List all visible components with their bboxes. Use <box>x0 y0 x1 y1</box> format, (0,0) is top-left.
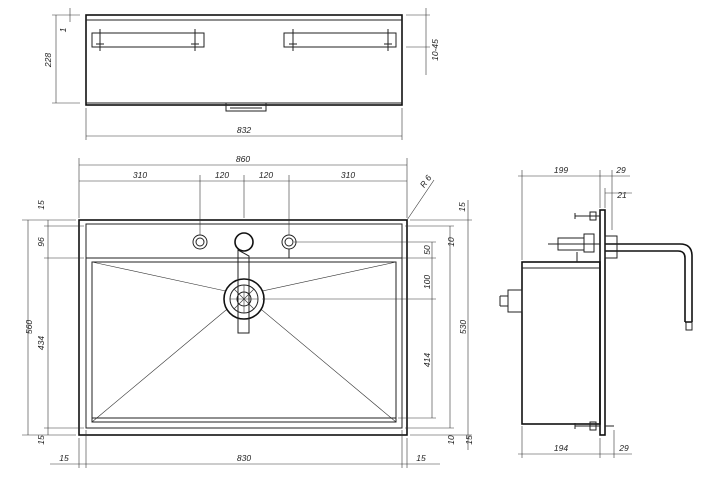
sink-bowl <box>91 261 397 423</box>
side-faucet-spout <box>605 243 693 322</box>
top-view-body <box>85 14 403 106</box>
dim-bottom-right: 15 <box>416 453 426 463</box>
rail-bolts <box>96 29 392 51</box>
rail-left <box>91 32 205 48</box>
dim-side-top-29: 29 <box>615 165 626 175</box>
radius-leader <box>406 179 435 221</box>
dim-seg-right: 310 <box>341 170 355 180</box>
dim-right-10-bottom: 10 <box>446 435 456 445</box>
side-top-bolt <box>548 211 600 262</box>
front-view: 860 310 120 120 310 R 6 560 15 96 434 15… <box>22 154 474 468</box>
dim-left-top: 15 <box>36 200 46 210</box>
knob-right-icon <box>281 234 297 250</box>
top-view: 832 228 1 10-45 <box>43 8 440 140</box>
dim-side-top-21: 21 <box>616 190 627 200</box>
dim-seg-mid-right: 120 <box>259 170 273 180</box>
dim-right-15-bottom: 15 <box>464 435 474 445</box>
dim-seg-mid-left: 120 <box>215 170 229 180</box>
slope-line <box>243 261 397 296</box>
dim-radius: R 6 <box>418 173 434 190</box>
dim-overall-height: 560 <box>24 320 34 334</box>
side-aerator <box>685 321 693 331</box>
dim-side-bottom-29: 29 <box>618 443 629 453</box>
dim-inner-height: 530 <box>458 320 468 334</box>
dim-right-50: 50 <box>422 245 432 255</box>
dim-side-bottom-width: 194 <box>554 443 568 453</box>
side-drain <box>507 289 523 313</box>
slope-line <box>91 261 245 296</box>
dim-right-top: 15 <box>457 202 467 212</box>
dim-top-depth-small: 1 <box>58 27 68 32</box>
side-bottom-bolt <box>574 421 614 431</box>
dim-left-96: 96 <box>36 237 46 247</box>
dim-right-414: 414 <box>422 353 432 367</box>
dim-left-434: 434 <box>36 336 46 350</box>
sink-inner-rim <box>85 223 403 429</box>
slope-line <box>243 294 397 423</box>
knob-left-icon <box>192 234 208 250</box>
dim-top-height: 228 <box>43 53 53 68</box>
dim-rail-height: 10-45 <box>430 39 440 61</box>
side-bowl <box>521 261 601 425</box>
side-view: 199 29 21 194 29 <box>499 165 693 458</box>
top-view-drain <box>225 102 267 112</box>
dim-top-width: 832 <box>237 125 251 135</box>
rail-right <box>283 32 397 48</box>
dim-right-10-top: 10 <box>446 237 456 247</box>
faucet-spout <box>237 249 250 334</box>
dim-overall-width: 860 <box>236 154 250 164</box>
dim-right-100: 100 <box>422 275 432 289</box>
dim-seg-left: 310 <box>133 170 147 180</box>
faucet-body <box>234 232 254 252</box>
drain-icon <box>223 278 265 320</box>
slope-line <box>91 294 245 423</box>
sink-outer-flange <box>78 219 408 436</box>
dim-bottom-left: 15 <box>59 453 69 463</box>
dim-inner-width: 830 <box>237 453 251 463</box>
dim-left-bottom: 15 <box>36 435 46 445</box>
dim-side-top-width: 199 <box>554 165 568 175</box>
side-faucet-base <box>604 235 618 259</box>
